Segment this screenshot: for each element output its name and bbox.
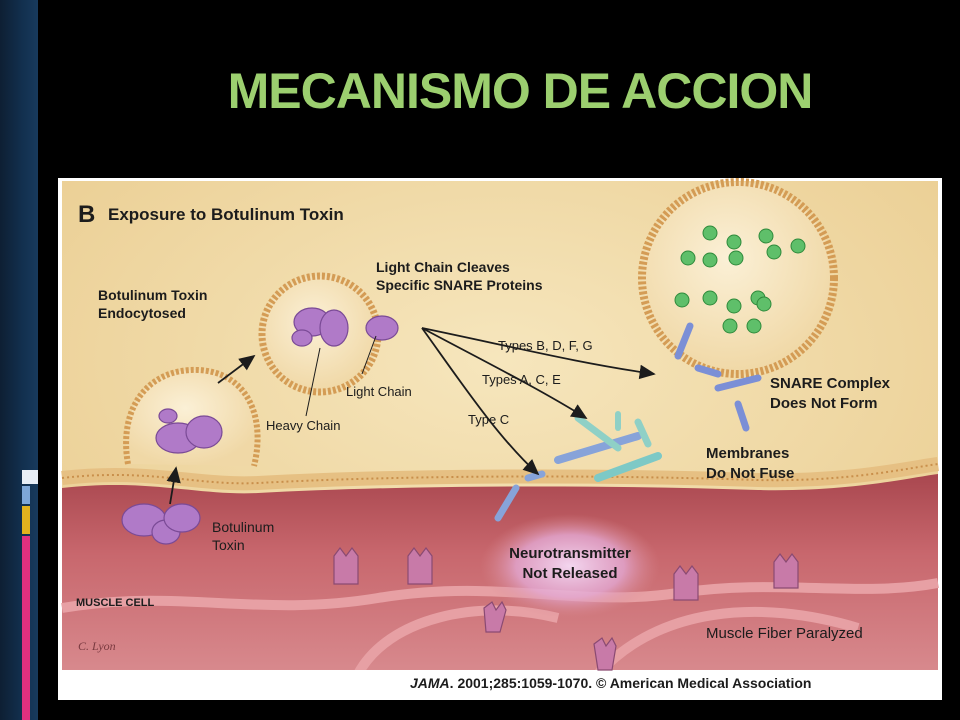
label-muscle-cell: MUSCLE CELL <box>76 597 155 609</box>
deco-bar-pink <box>22 536 30 720</box>
label-toxin-2: Toxin <box>212 537 245 553</box>
acetylcholine-receptors <box>333 547 799 671</box>
synaptic-vesicle <box>638 178 838 378</box>
deco-bar-blue <box>22 486 30 504</box>
citation-details: . 2001;285:1059-1070. © American Medical… <box>450 675 812 691</box>
panel-letter: B <box>78 201 95 228</box>
left-decoration <box>22 0 38 720</box>
label-paralyzed: Muscle Fiber Paralyzed <box>706 625 863 642</box>
label-endocytosed-2: Endocytosed <box>98 305 186 321</box>
left-accent-strip <box>0 0 38 720</box>
label-toxin-1: Botulinum <box>212 519 274 535</box>
citation: JAMA. 2001;285:1059-1070. © American Med… <box>410 675 811 691</box>
figure-heading: Exposure to Botulinum Toxin <box>108 205 344 224</box>
deco-line <box>22 470 38 484</box>
slide-title: MECANISMO DE ACCION <box>227 63 814 119</box>
neurotransmitter-dots <box>674 225 806 334</box>
citation-bar <box>62 670 938 696</box>
label-types-bdfg: Types B, D, F, G <box>498 338 593 353</box>
label-heavy-chain: Heavy Chain <box>266 418 340 433</box>
pathway-arrows <box>166 327 656 505</box>
label-type-c: Type C <box>468 412 509 427</box>
botulinum-diagram: B Exposure to Botulinum Toxin Botulinum … <box>58 178 942 700</box>
citation-journal: JAMA <box>410 675 450 691</box>
label-membranes-2: Do Not Fuse <box>706 465 794 482</box>
toxin-molecules <box>121 307 399 545</box>
deco-bar-yellow <box>22 506 30 534</box>
label-neuro-2: Not Released <box>522 565 617 582</box>
snare-fragments <box>494 322 762 522</box>
leader-lines <box>305 335 377 417</box>
artist-signature: C. Lyon <box>78 639 116 653</box>
label-types-ace: Types A, C, E <box>482 372 561 387</box>
label-cleaves-2: Specific SNARE Proteins <box>376 277 543 293</box>
neurotransmitter-glow <box>480 514 660 618</box>
label-snare-1: SNARE Complex <box>770 375 891 392</box>
label-neuro-1: Neurotransmitter <box>509 545 631 562</box>
label-cleaves-1: Light Chain Cleaves <box>376 259 510 275</box>
label-snare-2: Does Not Form <box>770 395 878 412</box>
label-endocytosed-1: Botulinum Toxin <box>98 287 207 303</box>
label-membranes-1: Membranes <box>706 445 789 462</box>
label-light-chain: Light Chain <box>346 384 412 399</box>
